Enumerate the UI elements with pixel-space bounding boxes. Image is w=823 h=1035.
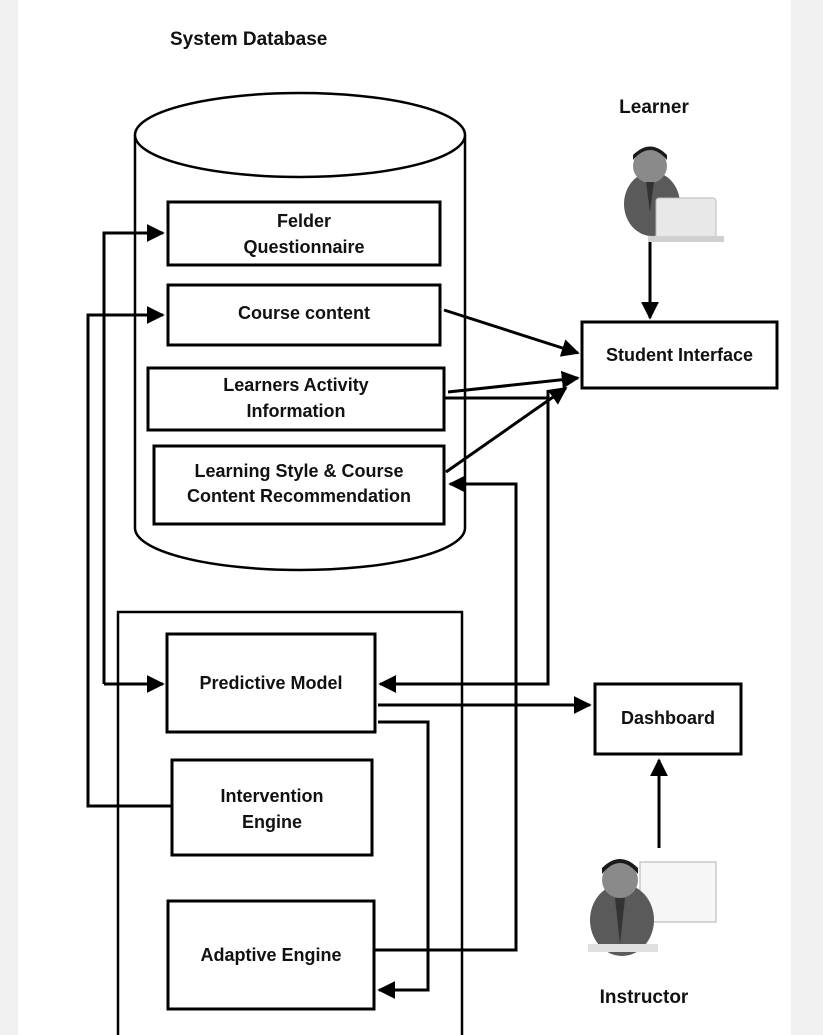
dashboard-label: Dashboard (620, 708, 716, 728)
intervention-label-line2: Engine (241, 812, 302, 832)
interface-to-predictive-arrow (378, 390, 550, 693)
diagram-canvas: System Database Learner Felder Questionn… (18, 0, 791, 1035)
learners-activity-box (146, 366, 446, 432)
adaptive-engine-box (166, 899, 376, 1011)
student-interface-box (580, 320, 779, 390)
interface-to-activity-arrow (447, 370, 580, 394)
intervention-to-course-arrow (86, 306, 172, 808)
recommendation-label-line2: Content Recommendation (186, 486, 411, 506)
felder-label-line1: Felder (276, 211, 332, 231)
instructor-label: Instructor (599, 987, 689, 1008)
course-to-interface-arrow (443, 308, 580, 357)
predictive-model-label: Predictive Model (199, 673, 343, 693)
recommendation-box (152, 444, 446, 526)
predictive-model-box (165, 632, 377, 734)
intervention-engine-box (170, 758, 374, 857)
system-database-title: System Database (170, 29, 328, 50)
course-content-box (166, 283, 442, 347)
loop-to-felder-arrow (102, 224, 165, 684)
student-interface-label: Student Interface (605, 345, 754, 365)
learner-label: Learner (619, 97, 689, 118)
activity-label-line1: Learners Activity (223, 375, 369, 395)
activity-label-line2: Information (246, 401, 346, 421)
instructor-at-whiteboard-icon (588, 859, 717, 956)
recommendation-label-line1: Learning Style & Course (194, 461, 404, 481)
course-content-label: Course content (237, 303, 370, 323)
felder-label-line2: Questionnaire (243, 237, 365, 257)
predictive-to-adaptive-arrow (377, 720, 430, 999)
felder-questionnaire-box (166, 200, 442, 267)
learner-at-laptop-icon (624, 146, 724, 242)
adaptive-engine-label: Adaptive Engine (200, 945, 342, 965)
intervention-label-line1: Intervention (220, 786, 324, 806)
dashboard-box (593, 682, 743, 756)
recommendation-to-interface-arrow (445, 386, 568, 474)
adaptive-to-recommendation-arrow (374, 475, 518, 952)
engine-container (116, 610, 464, 1035)
